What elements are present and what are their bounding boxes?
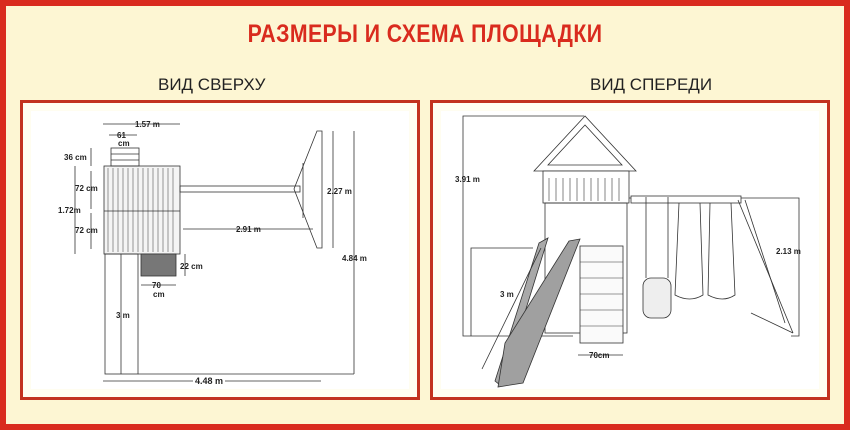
top-view-label: ВИД СВЕРХУ [158,75,266,94]
dim-height: 3.91 m [455,175,480,184]
dim-slide-front: 3 m [500,290,514,299]
dim-width-top: 1.57 m [135,120,160,129]
dim-swing-h: 2.13 m [776,247,801,256]
dim-total-w: 4.48 m [195,376,223,386]
dim-step-h: 22 cm [180,262,203,271]
front-view-panel: 3.91 m 3 m 70cm 2.13 m [430,100,830,400]
page-title: РАЗМЕРЫ И СХЕМА ПЛОЩАДКИ [247,20,603,48]
deck [103,165,181,255]
dim-deck2: 72 cm [75,226,98,235]
top-view-panel: 1.57 m 61 cm 36 cm 72 cm 1.72m 72 cm 2.9… [20,100,420,400]
front-view-label: ВИД СПЕРЕДИ [590,75,713,94]
dim-ladder-w-unit: cm [118,139,130,148]
dim-total-depth: 4.84 m [342,254,367,263]
dim-ladder-w: 61 [117,131,126,140]
dim-wall: 70cm [589,351,609,360]
dim-aframe: 2.27 m [327,187,352,196]
dim-depth: 1.72m [58,206,81,215]
top-view-diagram: 1.57 m 61 cm 36 cm 72 cm 1.72m 72 cm 2.9… [58,120,367,386]
dim-deck1: 72 cm [75,184,98,193]
dim-step-w-unit: cm [153,290,165,299]
front-view-diagram: 3.91 m 3 m 70cm 2.13 m [455,115,801,388]
dim-ladder-d: 36 cm [64,153,87,162]
dim-step-w: 70 [152,281,161,290]
dim-slide: 3 m [116,311,130,320]
dim-beam: 2.91 m [236,225,261,234]
